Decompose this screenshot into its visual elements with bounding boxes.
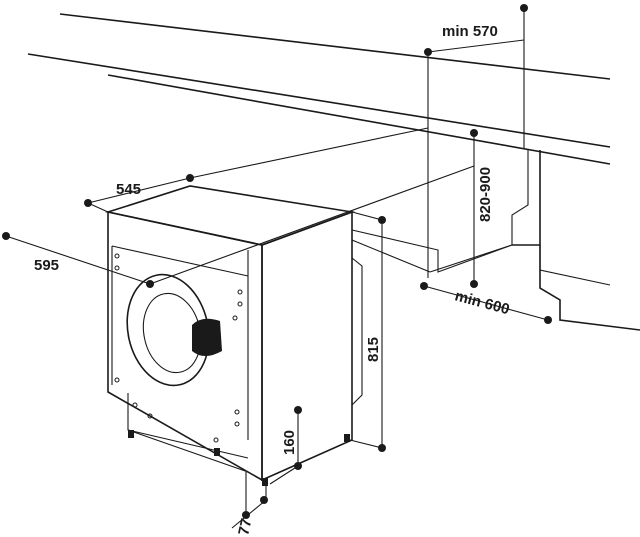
dimension-min-570: min 570 [424, 4, 528, 278]
label-545: 545 [116, 181, 141, 198]
screw-holes [114, 253, 243, 443]
dimension-595: 595 [2, 165, 475, 288]
label-min-570: min 570 [442, 23, 498, 40]
dimension-160: 160 [269, 406, 302, 485]
dimension-min-600: min 600 [420, 282, 552, 324]
label-815: 815 [365, 337, 382, 362]
label-160: 160 [281, 430, 298, 455]
label-77: 77 [235, 517, 255, 537]
foot-icon [262, 478, 268, 486]
label-min-600: min 600 [453, 287, 511, 318]
foot-icon [344, 434, 350, 442]
foot-icon [128, 430, 134, 438]
cabinet-niche [351, 150, 640, 331]
worktop-lines [27, 13, 611, 165]
dimension-77: 77 [231, 472, 268, 537]
washing-machine [104, 185, 363, 486]
dimension-815: 815 [349, 211, 386, 452]
label-820-900: 820-900 [477, 167, 494, 222]
dimension-820-900: 820-900 [470, 129, 494, 288]
door-handle-icon [192, 318, 222, 356]
dimension-545: 545 [84, 127, 429, 213]
foot-icon [214, 448, 220, 456]
label-595: 595 [34, 257, 59, 274]
